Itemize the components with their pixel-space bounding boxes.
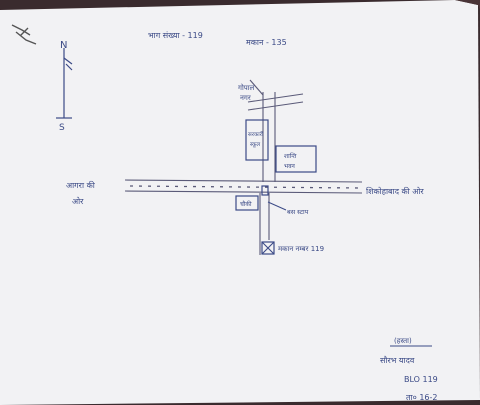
north-road-branch	[249, 79, 264, 96]
landmark-upper-label-line2: स्कूल	[250, 142, 260, 148]
landmark-upper-label: सरकारी	[248, 131, 264, 138]
compass-south-label: S	[59, 123, 65, 133]
compass	[56, 48, 73, 119]
landmark-small-label: चौकी	[240, 200, 252, 208]
junction-marker	[261, 185, 269, 196]
landmark-right-label-line1: शान्ति	[284, 152, 297, 160]
main-road	[124, 179, 363, 194]
landmark-box-upper	[245, 119, 269, 161]
road-north-label-line2: नगर	[240, 94, 251, 102]
landmark-box-right	[275, 145, 317, 173]
north-road-crossline-2	[247, 101, 304, 111]
signature-line3: BLO 119	[404, 375, 438, 384]
road-north-label-line1: गोपाल	[238, 83, 255, 92]
header-house-number: मकान - 135	[246, 38, 287, 47]
landmark-right-label-line2: भवन	[284, 163, 296, 170]
main-road-centre-dashes	[129, 185, 361, 189]
road-west-label-line1: आगरा की	[66, 180, 96, 190]
corner-scribble	[11, 24, 37, 45]
destination-label: मकान नम्बर 119	[278, 245, 324, 253]
main-road-bottom-edge	[124, 190, 363, 194]
signature-line4: ता० 16-2	[406, 393, 438, 402]
road-west-label-line2: ओर	[72, 196, 84, 206]
north-road	[247, 79, 304, 182]
signature-line2: सौरभ यादव	[380, 355, 415, 365]
destination-house-cross-icon	[261, 241, 275, 255]
paper-shadow-edge	[455, 0, 480, 10]
header-part-number: भाग संख्या - 119	[148, 31, 203, 40]
landmark-box-small	[235, 195, 259, 211]
signature-block: (हस्ता) सौरभ यादव BLO 119 ता० 16-2	[380, 337, 438, 402]
main-road-top-edge	[124, 179, 363, 183]
north-road-crossline	[247, 93, 304, 103]
compass-north-label: N	[60, 40, 67, 51]
compass-arrow-icon	[63, 57, 73, 71]
south-road	[259, 193, 270, 255]
junction-label: बस स्टाप	[287, 208, 309, 216]
signature-line1: (हस्ता)	[394, 337, 412, 345]
junction-pointer	[267, 201, 287, 211]
destination-house-box	[261, 241, 275, 255]
road-east-label: शिकोहाबाद की ओर	[366, 186, 424, 196]
